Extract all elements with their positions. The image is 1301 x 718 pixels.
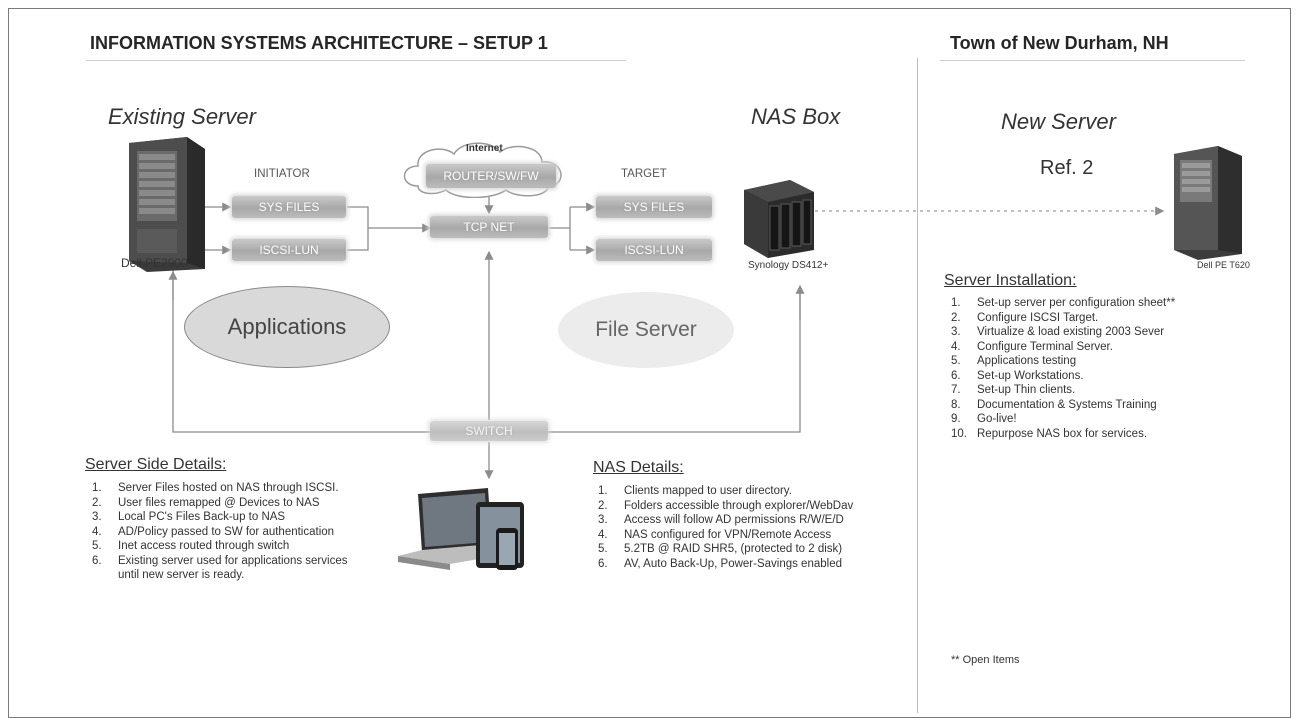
server-side-title: Server Side Details: [85,456,227,473]
existing-server-model: Dell PE2900 [121,256,188,270]
bottom-switch-box: SWITCH [430,421,548,441]
list-item: 5.Inet access routed through switch [92,540,290,552]
new-server-model: Dell PE T620 [1197,260,1250,270]
internet-label: Internet [466,143,503,154]
list-item: 3.Access will follow AD permissions R/W/… [598,514,844,526]
server-bus [172,268,430,433]
new-server-title: New Server [1001,109,1116,134]
target-iscsi-lun-box: ISCSI-LUN [596,239,712,261]
list-item: 2.Configure ISCSI Target. [951,311,1099,324]
header-underline-right [940,60,1245,61]
list-item: 9.Go-live! [951,413,1017,425]
section-divider [917,58,918,713]
tcp-net-box: TCP NET [430,216,548,238]
list-item: 6.Set-up Workstations. [951,369,1084,382]
initiator-label: INITIATOR [254,168,310,180]
list-item: 4.AD/Policy passed to SW for authenticat… [92,525,335,538]
list-item: 2.Folders accessible through explorer/We… [598,499,854,512]
list-item: 1.Clients mapped to user directory. [598,485,792,497]
file-server-ellipse: File Server [558,292,734,368]
list-item: 5.Applications testing [951,355,1077,367]
list-item: 6.Existing server used for applications … [92,554,348,582]
list-item: 1.Set-up server per configuration sheet*… [951,297,1176,309]
list-item: 7.Set-up Thin clients. [951,384,1076,396]
list-item: 6.AV, Auto Back-Up, Power-Savings enable… [598,557,842,570]
list-item: 1.Server Files hosted on NAS through ISC… [92,482,339,494]
initiator-bracket [347,206,369,251]
nas-device-icon [740,176,816,258]
list-item: 3.Local PC's Files Back-up to NAS [92,511,286,523]
client-devices-icon [392,484,538,582]
nas-details-title: NAS Details: [593,459,684,476]
page-title: INFORMATION SYSTEMS ARCHITECTURE – SETUP… [90,33,548,53]
nas-model: Synology DS412+ [748,260,829,271]
new-server-tower-icon [1168,146,1246,260]
nas-details-list: 1.Clients mapped to user directory. 2.Fo… [598,484,853,571]
list-item: 8.Documentation & Systems Training [951,398,1157,411]
new-server-ref: Ref. 2 [1040,157,1094,179]
server-installation-title: Server Installation: [944,272,1077,289]
org-name: Town of New Durham, NH [950,33,1169,53]
target-sys-files-box: SYS FILES [596,196,712,218]
initiator-iscsi-lun-box: ISCSI-LUN [232,239,346,261]
target-label: TARGET [621,168,667,180]
list-item: 2.User files remapped @ Devices to NAS [92,496,320,509]
applications-ellipse: Applications [184,286,390,368]
open-items-note: ** Open Items [951,654,1020,666]
server-installation-list: 1.Set-up server per configuration sheet*… [951,296,1175,441]
list-item: 5.5.2TB @ RAID SHR5, (protected to 2 dis… [598,543,843,555]
list-item: 10.Repurpose NAS box for services. [951,427,1148,440]
existing-server-title: Existing Server [108,104,256,129]
router-box: ROUTER/SW/FW [426,164,556,188]
nas-box-title: NAS Box [751,104,841,129]
existing-server-tower-icon [125,137,207,272]
list-item: 3.Virtualize & load existing 2003 Sever [951,326,1165,338]
server-side-list: 1.Server Files hosted on NAS through ISC… [92,481,347,583]
list-item: 4.Configure Terminal Server. [951,340,1113,353]
initiator-sys-files-box: SYS FILES [232,196,346,218]
nas-bus [548,290,801,433]
header-underline-left [86,60,626,61]
list-item: 4.NAS configured for VPN/Remote Access [598,528,832,541]
